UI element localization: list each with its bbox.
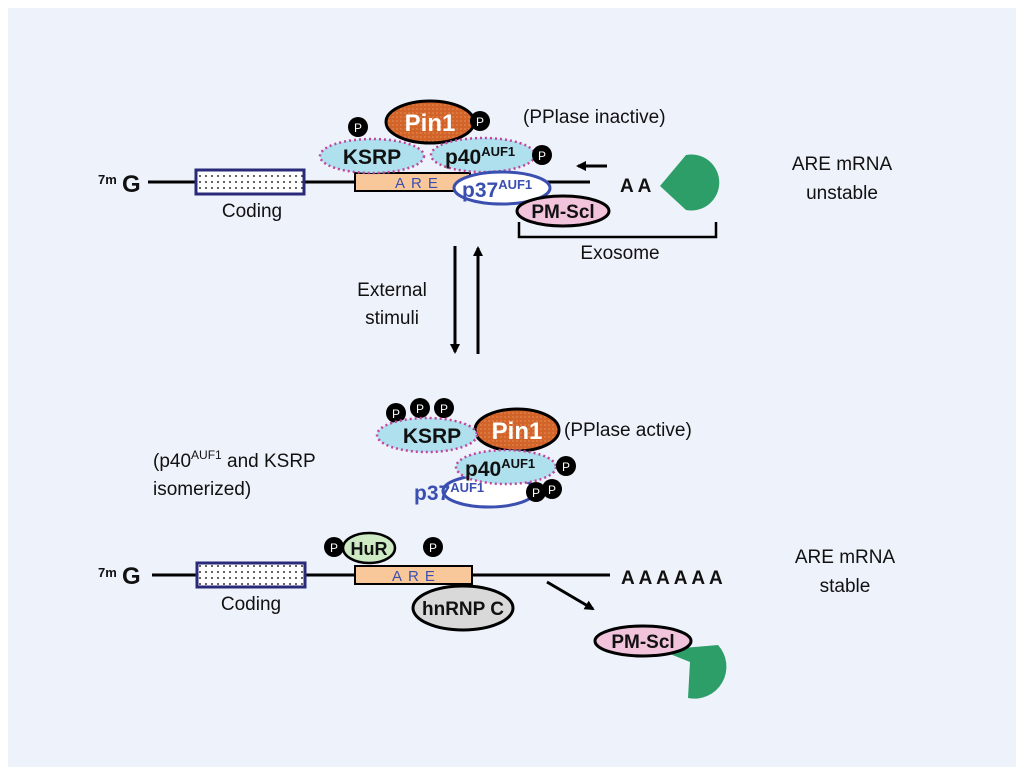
are-label: ARE <box>392 568 441 585</box>
phospho-group: P <box>410 398 430 418</box>
phospho-group: P <box>423 537 443 557</box>
status-line1: ARE mRNA <box>792 154 893 175</box>
diagram-panel <box>8 8 1016 767</box>
isomerized-note-line1: (p40AUF1 and KSRP <box>153 448 316 472</box>
p37-label: p37AUF1 <box>414 480 484 505</box>
phospho-group: P <box>348 117 368 137</box>
exosome-label: Exosome <box>580 243 659 264</box>
hnrnp-c-label: hnRNP C <box>422 599 504 620</box>
hur-label: HuR <box>351 539 388 559</box>
ksrp-label: KSRP <box>343 146 401 169</box>
svg-text:P: P <box>416 402 424 416</box>
cap-letter: G <box>122 563 141 590</box>
pin1-label: Pin1 <box>405 110 456 137</box>
cap-superscript: 7m <box>98 172 117 187</box>
pm-scl-protein <box>515 194 611 228</box>
middle-complex: P P P Pin1 KSRP (PPlase active) p37AUF1 … <box>153 398 692 509</box>
stimuli-line2: stimuli <box>365 308 419 329</box>
exosome-icon <box>660 645 727 699</box>
phospho-group: P <box>526 482 546 502</box>
svg-text:P: P <box>392 407 400 421</box>
status-line2: unstable <box>806 183 878 204</box>
ksrp-label: KSRP <box>403 425 461 448</box>
pin1-state-label: (PPlase active) <box>564 420 692 441</box>
coding-region <box>194 168 306 196</box>
p37-auf1-protein <box>452 170 552 206</box>
coding-label: Coding <box>221 594 281 615</box>
exosome-pacman-icon <box>660 154 720 211</box>
svg-text:P: P <box>548 483 556 497</box>
pm-scl-protein <box>593 624 693 658</box>
svg-text:P: P <box>532 486 540 500</box>
p40-label: p40AUF1 <box>445 144 515 169</box>
svg-text:P: P <box>354 121 362 135</box>
status-line1: ARE mRNA <box>795 547 896 568</box>
svg-text:P: P <box>429 541 437 555</box>
status-line2: stable <box>820 576 871 597</box>
phospho-group: P <box>542 479 562 499</box>
coding-label: Coding <box>222 201 282 222</box>
p40-label: p40AUF1 <box>465 456 535 481</box>
phospho-group: P <box>470 111 490 131</box>
p40-auf1-protein <box>454 448 558 486</box>
hnrnp-c-protein <box>411 584 515 632</box>
svg-text:P: P <box>440 402 448 416</box>
cap-letter: G <box>122 171 141 198</box>
ksrp-protein <box>375 416 479 454</box>
poly-a-tail: A A <box>620 176 652 197</box>
release-arrow <box>546 580 595 611</box>
svg-text:P: P <box>538 149 546 163</box>
phospho-group: P <box>434 398 454 418</box>
are-element <box>354 565 473 585</box>
cap-superscript: 7m <box>98 565 117 580</box>
phospho-group: P <box>324 537 344 557</box>
bottom-mrna: 7m G Coding HuR P P ARE hnRNP C A A A A … <box>98 531 896 699</box>
phospho-group: P <box>556 456 576 476</box>
pin1-label: Pin1 <box>492 418 543 445</box>
transition: External stimuli <box>357 246 483 354</box>
coding-region <box>195 561 307 589</box>
ksrp-protein <box>318 137 426 175</box>
phospho-group: P <box>386 403 406 423</box>
are-label: ARE <box>395 175 444 192</box>
svg-text:P: P <box>330 541 338 555</box>
p37-label: p37AUF1 <box>462 177 532 202</box>
svg-text:P: P <box>562 460 570 474</box>
pm-scl-label: PM-Scl <box>611 632 674 653</box>
phospho-group: P <box>532 145 552 165</box>
svg-text:P: P <box>476 115 484 129</box>
top-mrna: 7m G Coding ARE Pin1 KSRP p40AUF1 p37AUF… <box>98 99 893 264</box>
isomerized-note-line2: isomerized) <box>153 479 251 500</box>
stimuli-line1: External <box>357 280 427 301</box>
pin1-state-label: (PPlase inactive) <box>523 107 666 128</box>
exosome-bracket <box>517 222 718 239</box>
pm-scl-label: PM-Scl <box>531 202 594 223</box>
poly-a-tail: A A A A A A <box>621 568 723 589</box>
